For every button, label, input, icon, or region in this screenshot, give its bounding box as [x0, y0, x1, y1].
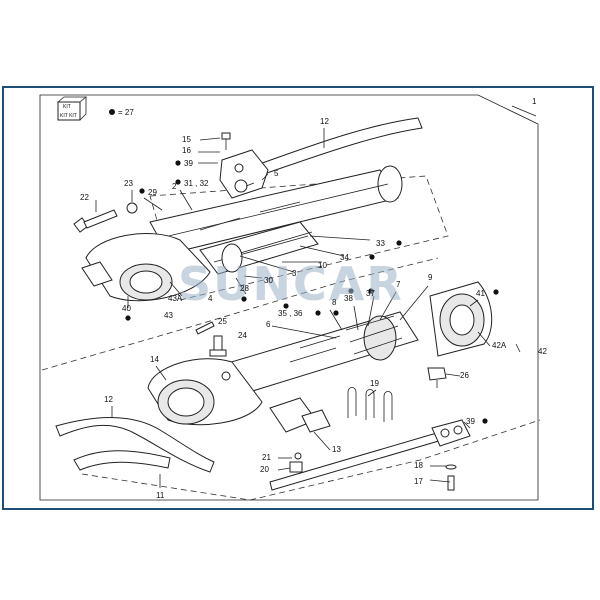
label-14: 14 — [150, 355, 159, 364]
label-42A: 42A — [492, 341, 507, 350]
label-12-upper: 12 — [320, 117, 329, 126]
page-outline — [39, 94, 539, 501]
label-5: 5 — [274, 169, 279, 178]
label-11: 11 — [156, 491, 165, 500]
hose-11-lower — [55, 417, 215, 473]
label-10: 10 — [318, 261, 327, 270]
cylinder-barrel — [149, 165, 403, 255]
label-16: 16 — [182, 146, 191, 155]
bolt-24 — [209, 335, 227, 357]
label-9: 9 — [428, 273, 433, 282]
washer-21 — [294, 452, 302, 460]
label-42: 42 — [538, 347, 547, 356]
label-31-32: 31 , 32 — [184, 179, 209, 188]
leader-lines — [95, 105, 537, 488]
label-29: 29 — [148, 188, 157, 197]
kit-box-icon: KIT KIT KIT — [57, 96, 88, 121]
label-4: 4 — [208, 294, 213, 303]
washer-23 — [126, 202, 138, 214]
label-12-lower: 12 — [104, 395, 113, 404]
label-19: 19 — [370, 379, 379, 388]
nut-20 — [289, 461, 303, 473]
label-34: 34 — [340, 253, 349, 262]
bolt-17 — [447, 475, 455, 491]
bolt-15 — [221, 132, 231, 150]
washer-18 — [445, 464, 457, 470]
label-35-36: 35 , 36 — [278, 309, 303, 318]
label-41: 41 — [476, 289, 485, 298]
hose-12-upper — [247, 117, 423, 179]
cylinder-head-14 — [147, 358, 263, 426]
label-26: 26 — [460, 371, 469, 380]
lower-assembly-boundary — [41, 257, 541, 501]
label-22: 22 — [80, 193, 89, 202]
kit-note: = 27 — [118, 108, 134, 117]
clamp-block-5 — [219, 149, 269, 199]
watermark-text: SUNCAR — [178, 257, 404, 311]
label-17: 17 — [414, 477, 423, 486]
kit-box-top-text: KIT — [63, 104, 71, 110]
label-39-upper: 39 — [184, 159, 193, 168]
label-2: 2 — [172, 182, 177, 191]
end-cap-42A — [429, 281, 493, 357]
leader-dots — [125, 160, 499, 424]
label-15: 15 — [182, 135, 191, 144]
hose-12-lower — [73, 450, 171, 471]
fitting-26 — [427, 367, 447, 388]
label-25: 25 — [218, 317, 227, 326]
screw-25 — [195, 321, 215, 335]
label-40: 40 — [122, 304, 131, 313]
label-6: 6 — [266, 320, 271, 329]
label-13: 13 — [332, 445, 341, 454]
label-7: 7 — [396, 280, 401, 289]
label-20: 20 — [260, 465, 269, 474]
label-21: 21 — [262, 453, 271, 462]
label-1: 1 — [532, 97, 537, 106]
piston-group-10 — [199, 221, 319, 275]
rod-head-43A — [81, 233, 211, 302]
bolt-22 — [73, 209, 118, 233]
label-33: 33 — [376, 239, 385, 248]
label-43A: 43A — [168, 294, 183, 303]
label-37: 37 — [366, 289, 375, 298]
kit-dot-icon — [109, 109, 115, 115]
label-8: 8 — [332, 298, 337, 307]
label-3: 3 — [292, 269, 297, 278]
label-30: 30 — [264, 276, 273, 285]
label-28: 28 — [240, 284, 249, 293]
label-24: 24 — [238, 331, 247, 340]
u-bolts-19 — [347, 387, 393, 422]
part-labels: 1 12 15 16 39 31 , 32 5 23 29 2 22 33 34… — [80, 97, 547, 500]
label-23: 23 — [124, 179, 133, 188]
clamp-13 — [269, 397, 331, 433]
label-38: 38 — [344, 294, 353, 303]
label-18: 18 — [414, 461, 423, 470]
label-43: 43 — [164, 311, 173, 320]
flange-fitting — [431, 419, 471, 447]
kit-box-bottom-text: KIT KIT — [60, 113, 77, 119]
label-39-lower: 39 — [466, 417, 475, 426]
